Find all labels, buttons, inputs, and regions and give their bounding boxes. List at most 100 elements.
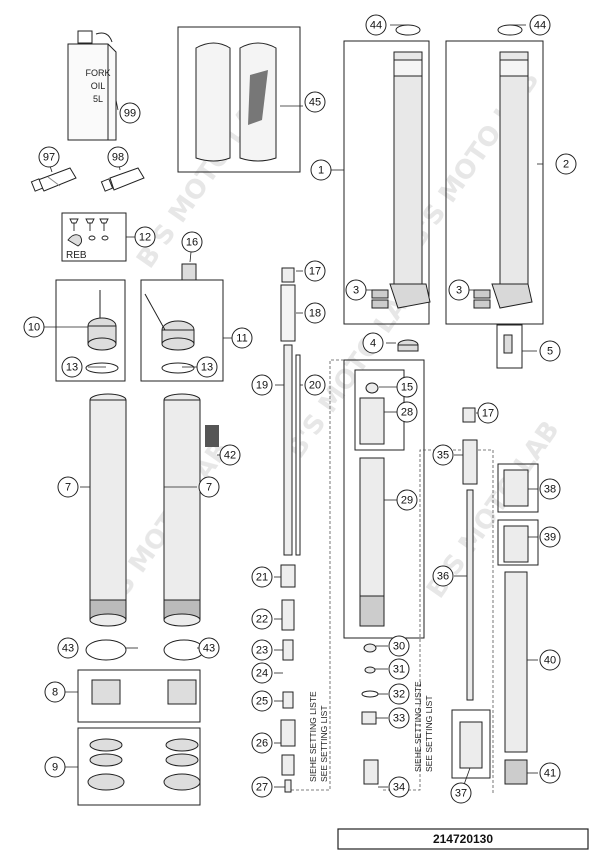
setting-list-de-left: SIEHE SETTING LISTE	[308, 691, 318, 782]
callout-18: 18	[304, 302, 326, 324]
callout-circle	[304, 374, 326, 396]
callout-number: 44	[370, 20, 382, 32]
callout-35: 35	[432, 444, 454, 466]
callout-24: 24	[251, 662, 273, 684]
dash-right	[383, 449, 494, 795]
callout-circle	[555, 153, 577, 175]
setting-list-right: SIEHE SETTING LISTE SEE SETTING LIST	[413, 681, 434, 772]
callout-number: 22	[256, 614, 268, 626]
damper-rods-19-20	[280, 267, 301, 793]
callout-circle	[388, 635, 410, 657]
callout-circle	[539, 340, 561, 362]
callout-circle	[388, 658, 410, 680]
callout-25: 25	[251, 690, 273, 712]
callout-34: 34	[388, 776, 410, 798]
callout-number: 33	[393, 713, 405, 725]
box-37	[451, 709, 491, 779]
callout-number: 5	[547, 346, 553, 358]
callout-circle	[231, 327, 253, 349]
callout-number: 1	[318, 165, 324, 177]
callout-97: 97	[38, 146, 60, 168]
callout-number: 20	[309, 380, 321, 392]
oil-can-line-1: FORK	[85, 68, 110, 78]
callout-41: 41	[539, 762, 561, 784]
setting-list-de-right: SIEHE SETTING LISTE	[413, 681, 423, 772]
drawing-number: 214720130	[433, 832, 493, 846]
callout-13: 13	[61, 356, 83, 378]
callout-11: 11	[231, 327, 253, 349]
callout-30: 30	[388, 635, 410, 657]
callout-number: 44	[534, 20, 546, 32]
callout-number: 43	[203, 643, 215, 655]
callout-number: 97	[43, 152, 55, 164]
callout-circle	[134, 226, 156, 248]
dash-left	[291, 359, 345, 791]
callout-5: 5	[539, 340, 561, 362]
callout-17: 17	[304, 260, 326, 282]
callout-31: 31	[388, 658, 410, 680]
callout-circle	[388, 707, 410, 729]
callout-circle	[251, 608, 273, 630]
callout-number: 29	[401, 495, 413, 507]
callout-number: 23	[256, 645, 268, 657]
callout-38: 38	[539, 478, 561, 500]
callout-45: 45	[304, 91, 326, 113]
callout-16: 16	[181, 231, 203, 253]
callout-circle	[57, 637, 79, 659]
callout-98: 98	[107, 146, 129, 168]
callout-7: 7	[57, 476, 79, 498]
callout-number: 13	[66, 362, 78, 374]
callout-circle	[181, 231, 203, 253]
callout-circle	[196, 356, 218, 378]
callout-circle	[119, 102, 141, 124]
cartridge-29	[359, 382, 385, 785]
callout-32: 32	[388, 683, 410, 705]
outer-tube-2	[473, 24, 533, 309]
callout-number: 39	[544, 532, 556, 544]
callout-number: 9	[52, 762, 58, 774]
callout-circle	[251, 374, 273, 396]
callout-10: 10	[23, 316, 45, 338]
callout-number: 11	[236, 333, 247, 345]
callout-circle	[251, 690, 273, 712]
reb-label: REB	[66, 250, 87, 261]
callout-circle	[304, 260, 326, 282]
sticker-42	[205, 425, 219, 447]
callout-1: 1	[310, 159, 332, 181]
callout-circle	[396, 489, 418, 511]
inner-tube-7-right	[163, 393, 201, 627]
callout-number: 99	[124, 108, 136, 120]
callout-circle	[304, 91, 326, 113]
callout-number: 40	[544, 655, 556, 667]
callout-number: 12	[139, 232, 151, 244]
callout-number: 42	[224, 450, 236, 462]
callout-circle	[251, 732, 273, 754]
protector-4	[397, 339, 419, 352]
callout-number: 13	[201, 362, 213, 374]
callout-42: 42	[219, 444, 241, 466]
bleeder-5	[503, 334, 513, 354]
callout-circle	[539, 526, 561, 548]
box-8	[77, 669, 201, 723]
callout-9: 9	[44, 756, 66, 778]
callout-number: 35	[437, 450, 449, 462]
callout-circle	[432, 565, 454, 587]
callout-number: 38	[544, 484, 556, 496]
callout-36: 36	[432, 565, 454, 587]
callout-circle	[539, 649, 561, 671]
callout-44: 44	[529, 14, 551, 36]
callout-43: 43	[198, 637, 220, 659]
fork-protector-films	[195, 42, 277, 162]
callout-15: 15	[396, 376, 418, 398]
callout-number: 21	[256, 572, 268, 584]
callout-circle	[44, 681, 66, 703]
callout-number: 37	[455, 788, 467, 800]
callout-circle	[251, 776, 273, 798]
screw-kit-12: REB	[66, 218, 109, 261]
setting-list-en-right: SEE SETTING LIST	[424, 695, 434, 772]
callout-21: 21	[251, 566, 273, 588]
callout-23: 23	[251, 639, 273, 661]
callout-number: 7	[65, 482, 71, 494]
